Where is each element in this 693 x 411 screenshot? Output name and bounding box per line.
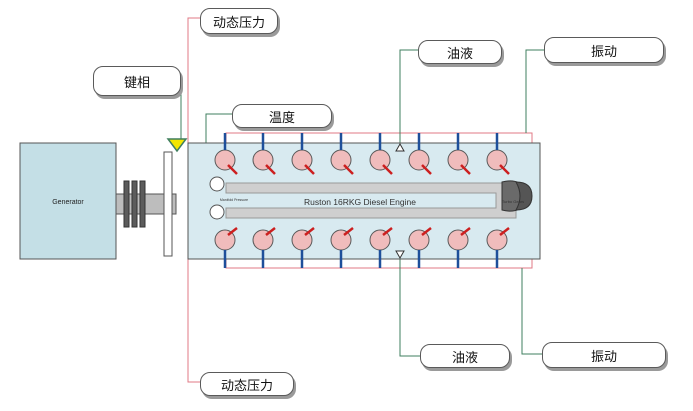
manifold-pressure-gauge-top [209,176,225,192]
injector-top-6 [421,164,432,175]
key-phase-disc [163,151,173,257]
leader-oil-bottom [399,258,420,357]
coupling-shaft [115,138,188,257]
leader-vibration-top [525,49,544,133]
dynamic-pressure-callout-top: 动态压力 [200,8,278,34]
injector-top-8 [499,164,510,175]
injector-bottom-5 [382,227,393,236]
leader-dynamic-pressure-top [187,17,200,144]
diagram-extras [395,142,405,260]
injector-top-1 [227,164,238,175]
injector-bottom-1 [227,227,238,236]
injector-top-5 [382,164,393,175]
cylinder-top-2 [252,149,274,171]
cylinder-top-7 [447,149,469,171]
cylinder-row-bottom [214,227,510,251]
injector-top-2 [265,164,276,175]
key-phase-callout: 键相 [93,66,181,96]
cylinder-top-4 [330,149,352,171]
leader-vibration-bottom [521,268,542,355]
sensor-stubs [223,133,499,268]
injector-top-7 [460,164,471,175]
injector-bottom-2 [265,227,276,236]
leader-oil-top [399,49,418,144]
oil-callout-bottom: 油液 [420,344,510,368]
cylinder-top-8 [486,149,508,171]
temperature-callout: 温度 [232,104,332,128]
shaft-body [115,193,177,215]
manifold-pressure-gauge-bottom [209,204,225,220]
oil-port-top-icon [395,142,405,152]
vibration-callout-bottom: 振动 [542,342,666,368]
cylinder-top-5 [369,149,391,171]
injector-bottom-7 [460,227,471,236]
injector-bottom-4 [343,227,354,236]
injector-top-4 [343,164,354,175]
manifold-label: Manifold Pressure [220,198,248,202]
triangle-sensor-icon [166,138,188,153]
engine-block [187,142,541,260]
injector-top-3 [304,164,315,175]
oil-callout-top: 油液 [418,40,502,64]
cylinder-top-1 [214,149,236,171]
generator-label: Generator [52,199,84,206]
engine-label: Ruston 16RKG Diesel Engine [304,197,416,207]
turbo-gear-right [515,181,533,211]
turbo-label: Turbo Gears [502,199,524,204]
oil-port-bottom-icon [395,250,405,260]
injector-bottom-3 [304,227,315,236]
leader-dynamic-pressure-bottom [187,258,200,383]
injector-bottom-8 [499,227,510,236]
coupling-flange-2 [139,180,146,228]
vibration-callout-top: 振动 [544,37,664,63]
coupling-flange-0 [123,180,130,228]
manifold-pipes [209,176,533,220]
cylinder-top-3 [291,149,313,171]
cylinder-row-top [214,149,510,175]
injector-bottom-6 [421,227,432,236]
coupling-flange-1 [131,180,138,228]
dynamic-pressure-callout-bottom: 动态压力 [200,372,294,396]
cylinder-top-6 [408,149,430,171]
